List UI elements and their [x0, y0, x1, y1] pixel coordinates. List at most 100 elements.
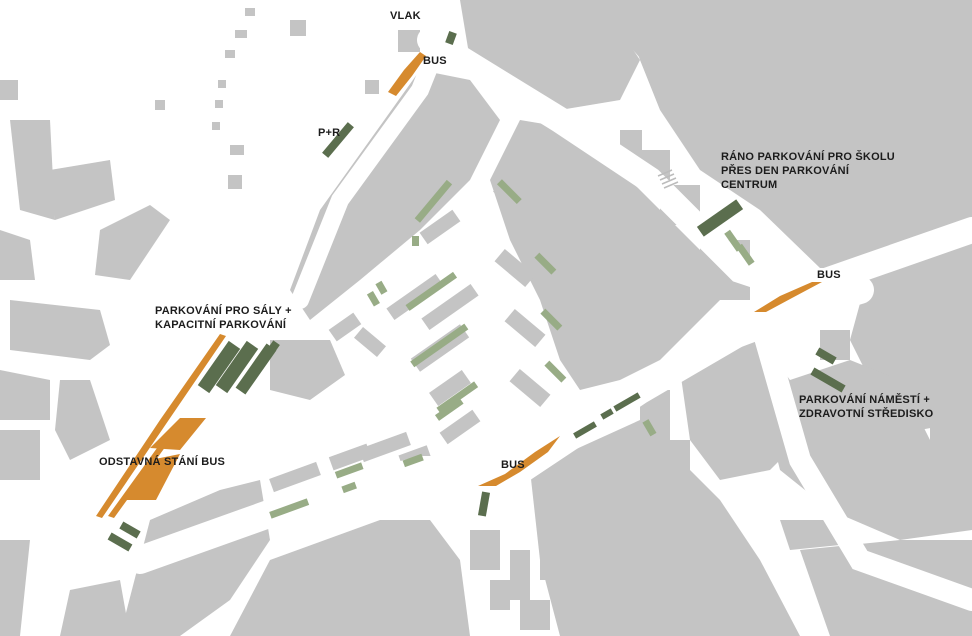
road-east-south — [749, 309, 972, 611]
label-bus-north: BUS — [423, 55, 447, 67]
bldg-c7 — [509, 369, 551, 407]
bldg-nw9 — [155, 100, 165, 110]
block-west-2 — [0, 370, 50, 420]
bldg-nw4 — [235, 30, 247, 38]
parking-saly-2 — [215, 340, 259, 394]
parking-vlak — [445, 30, 457, 46]
bldg-s4 — [490, 580, 510, 610]
parking-dark — [107, 30, 846, 552]
bldg-c2 — [421, 284, 479, 330]
bldg-c3 — [419, 209, 461, 245]
bus-bay-north — [388, 52, 426, 96]
pl-5 — [405, 271, 458, 311]
road-main-diagonal — [417, 27, 972, 304]
bldg-s3 — [540, 540, 560, 580]
block-west-5 — [10, 120, 55, 220]
parking-saly-4 — [256, 340, 280, 370]
block-south-strip — [780, 520, 840, 550]
block-center-north — [290, 70, 500, 320]
parking-namesti-1 — [815, 347, 837, 365]
pl-9 — [496, 179, 522, 205]
block-south-right — [800, 540, 972, 636]
block-west-9 — [0, 80, 18, 100]
bldg-m3 — [359, 431, 411, 463]
step-1 — [657, 169, 673, 177]
bldg-c12 — [354, 326, 386, 358]
parking-pr — [322, 122, 354, 158]
bus-bay-east — [754, 282, 822, 312]
bldg-nw6 — [218, 80, 226, 88]
pl-7 — [436, 381, 479, 414]
step-3 — [661, 177, 677, 185]
bldg-nw12 — [245, 8, 255, 16]
pl-2 — [412, 236, 419, 246]
pl-19 — [642, 419, 657, 437]
block-west-6 — [50, 160, 115, 220]
bldg-s2 — [510, 550, 530, 600]
bldg-nw7 — [215, 100, 223, 108]
bldg-c11 — [328, 312, 362, 342]
bldg-c1 — [386, 274, 444, 320]
bus-depot-area-lower — [124, 454, 180, 500]
block-northeast — [620, 0, 972, 268]
label-p-r: P+R — [318, 127, 341, 139]
bldg-e8 — [660, 440, 690, 490]
block-west-4 — [0, 430, 40, 480]
bldg-c10 — [439, 409, 481, 445]
parking-namesti-2 — [810, 367, 846, 393]
block-south-center — [530, 420, 800, 636]
bldg-nw10 — [230, 145, 244, 155]
bus-depot-area-upper — [150, 418, 206, 450]
pl-10 — [534, 252, 557, 275]
bldg-s5 — [520, 600, 550, 630]
bldg-c5 — [494, 249, 536, 287]
label-bus-south: BUS — [501, 459, 525, 471]
bus-depot-line-1 — [96, 334, 226, 518]
parking-south-road-3 — [613, 392, 641, 412]
steps-marks — [657, 169, 679, 189]
pl-4 — [366, 290, 380, 307]
block-southwest-2 — [230, 520, 470, 636]
block-saly — [270, 340, 345, 400]
bldg-c6 — [504, 309, 546, 347]
bldg-e6 — [870, 340, 900, 365]
parking-saly-1 — [197, 340, 241, 394]
step-2 — [659, 173, 675, 181]
pl-6 — [410, 323, 469, 368]
label-bus-east: BUS — [817, 269, 841, 281]
pl-16 — [334, 462, 364, 479]
block-southwest-4 — [60, 580, 130, 636]
bus-areas — [96, 52, 822, 518]
block-southwest-3 — [0, 540, 30, 636]
parking-rano — [696, 199, 744, 237]
parking-south-road-2 — [600, 408, 614, 420]
label-vlak: VLAK — [390, 10, 421, 22]
pl-8 — [434, 397, 464, 421]
road-west — [0, 283, 257, 337]
bldg-s6 — [560, 560, 580, 610]
bldg-nw5 — [225, 50, 235, 58]
block-west-8 — [0, 230, 35, 280]
road-north-west — [291, 31, 449, 309]
bldg-nw2 — [365, 80, 379, 94]
label-saly-line-2: KAPACITNÍ PARKOVÁNÍ — [155, 319, 287, 331]
pl-15 — [269, 498, 310, 519]
label-rano-line-3: CENTRUM — [721, 179, 778, 191]
pl-1 — [414, 179, 453, 223]
block-center-east — [490, 120, 720, 390]
pl-14 — [736, 243, 755, 266]
label-rano-line-2: PŘES DEN PARKOVÁNÍ — [721, 165, 850, 177]
bldg-nw11 — [228, 175, 242, 189]
bldg-m1 — [269, 461, 321, 493]
pl-13 — [724, 229, 743, 252]
block-west-3 — [55, 380, 110, 460]
parking-southwest-2 — [119, 521, 141, 539]
pl-11 — [540, 308, 563, 331]
bldg-nw3 — [290, 20, 306, 36]
pl-17 — [402, 453, 424, 468]
block-west-7 — [95, 205, 170, 280]
bldg-nw8 — [212, 122, 220, 130]
pl-12 — [544, 360, 567, 383]
